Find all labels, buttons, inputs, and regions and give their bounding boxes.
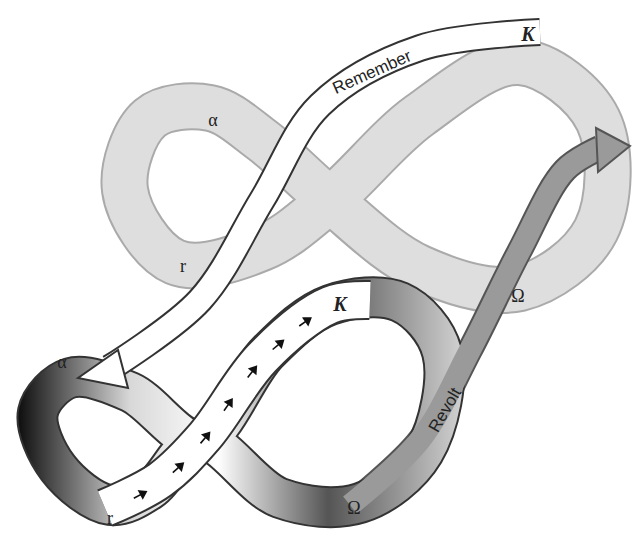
growth-arrow [197,430,212,446]
large-cycle-outline [124,62,607,290]
cycle-label: α [208,111,217,129]
growth-arrow [221,397,236,413]
large-cycle-band [124,62,607,290]
cycle-label: K [333,294,346,314]
remember-arrow [110,32,540,368]
revolt-arrow [350,148,600,505]
cycle-label: r [107,509,113,527]
revolt-arrowhead [596,128,630,172]
cycle-label: Ω [511,287,524,305]
growth-arrow [245,364,260,380]
growth-arrow [270,337,286,352]
cycle-label: r [180,257,186,275]
remember-arrowhead [78,350,128,388]
growth-arrow [297,315,313,330]
cycle-label: K [521,24,534,44]
remember-arrow-outline [110,32,540,368]
growth-arrow [170,460,186,475]
cycle-label: Ω [347,499,360,517]
revolt-arrow-outline [350,148,600,505]
growth-arrow [132,488,148,502]
cycle-label: α [57,353,66,371]
